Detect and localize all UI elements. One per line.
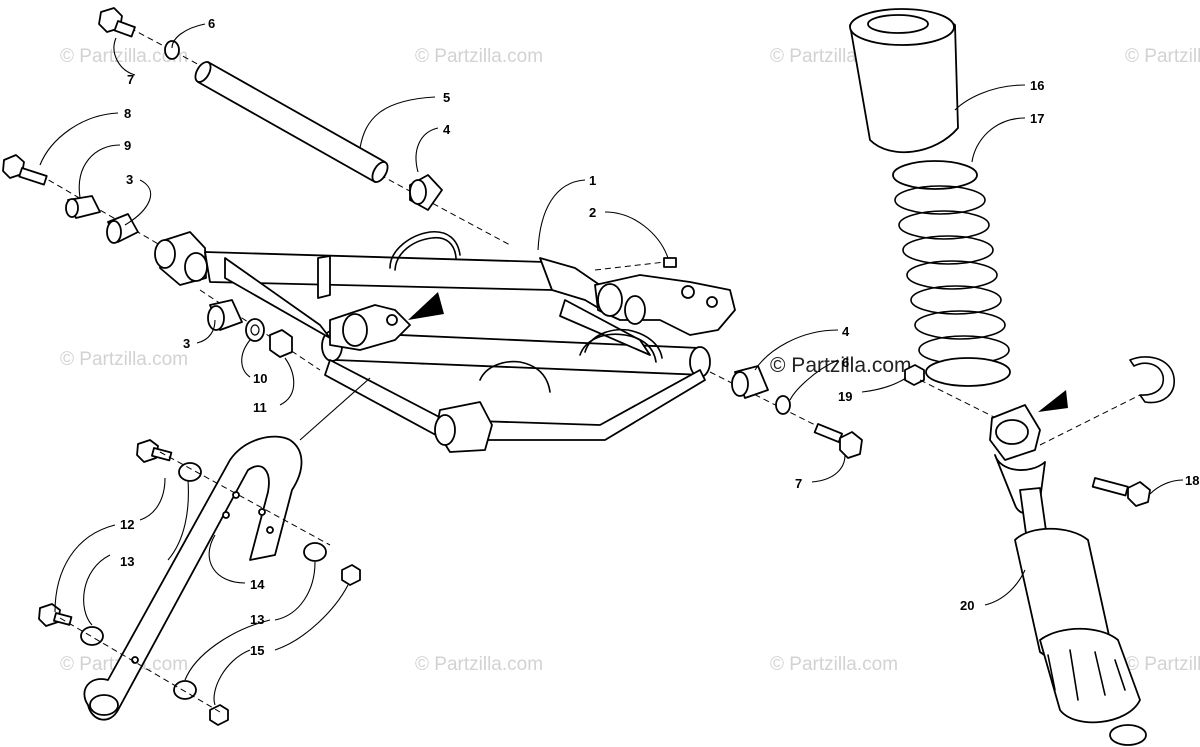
upper-shaft-group [98, 7, 511, 246]
watermark: © Partzilla.com [770, 654, 898, 675]
bolt-7-right [813, 423, 863, 459]
nut-15-top [341, 564, 361, 586]
callout-13: 13 [250, 612, 264, 627]
callout-8: 8 [124, 106, 131, 121]
washer-6-right [775, 395, 791, 415]
washer-10 [245, 318, 265, 342]
callout-2: 2 [589, 205, 596, 220]
watermark: © Partzilla.com [415, 46, 543, 67]
washer-6-top [164, 40, 180, 60]
callouts: 6 7 5 4 8 9 3 1 2 3 10 11 4 6 19 7 16 17… [120, 16, 1199, 658]
callout-3: 3 [183, 336, 190, 351]
callout-7: 7 [127, 72, 134, 87]
bolt-12-top [136, 439, 173, 463]
callout-20: 20 [960, 598, 974, 613]
watermark: © Partzilla.com [1125, 46, 1200, 67]
callout-6: 6 [842, 355, 849, 370]
watermark-center: © Partzilla.com [770, 354, 912, 377]
boot-16 [849, 8, 959, 153]
shaft-5 [194, 61, 389, 183]
watermark: © Partzilla.com [60, 349, 188, 370]
callout-12: 12 [120, 517, 134, 532]
callout-4: 4 [443, 122, 451, 137]
shock-absorber-group [849, 8, 1175, 746]
right-hardware [709, 365, 863, 459]
spring-17 [892, 160, 1011, 387]
direction-arrow [408, 292, 444, 320]
bushing-4-top [409, 174, 443, 211]
callout-11: 11 [253, 400, 267, 415]
nut-15-bottom [209, 704, 229, 726]
callout-19: 19 [838, 389, 852, 404]
watermark: © Partzilla.com [60, 46, 188, 67]
bolt-18 [1091, 477, 1151, 507]
callout-7: 7 [795, 476, 802, 491]
callout-13: 13 [120, 554, 134, 569]
washer-13-top [178, 462, 202, 482]
bushing-4-right [731, 365, 769, 399]
callout-10: 10 [253, 371, 267, 386]
left-bolt-group [2, 154, 161, 246]
nut-11 [269, 329, 293, 358]
direction-arrow-shock [1038, 390, 1068, 412]
watermark: © Partzilla.com [415, 654, 543, 675]
bolt-7-top [98, 7, 136, 38]
bushing-3-lower [207, 299, 243, 331]
retaining-clip [1129, 356, 1175, 404]
callout-9: 9 [124, 138, 131, 153]
washer-13-mid [303, 542, 327, 562]
callout-17: 17 [1030, 111, 1044, 126]
callout-15: 15 [250, 643, 264, 658]
leader-lines [39, 23, 1184, 706]
callout-6: 6 [208, 16, 215, 31]
callout-1: 1 [589, 173, 596, 188]
shock-20 [989, 394, 1147, 746]
bolt-8 [2, 154, 48, 186]
callout-3: 3 [126, 172, 133, 187]
callout-5: 5 [443, 90, 450, 105]
washer-13-lower [80, 626, 104, 646]
screw-2 [594, 257, 677, 271]
callout-4: 4 [842, 324, 850, 339]
left-lower-hardware [199, 289, 321, 371]
swing-arm-1 [154, 230, 736, 453]
spacer-19 [904, 364, 925, 386]
callout-16: 16 [1030, 78, 1044, 93]
callout-18: 18 [1185, 473, 1199, 488]
watermark: © Partzilla.com [1125, 654, 1200, 675]
bushing-3-upper [106, 213, 139, 244]
callout-14: 14 [250, 577, 265, 592]
spacer-9 [65, 195, 101, 219]
